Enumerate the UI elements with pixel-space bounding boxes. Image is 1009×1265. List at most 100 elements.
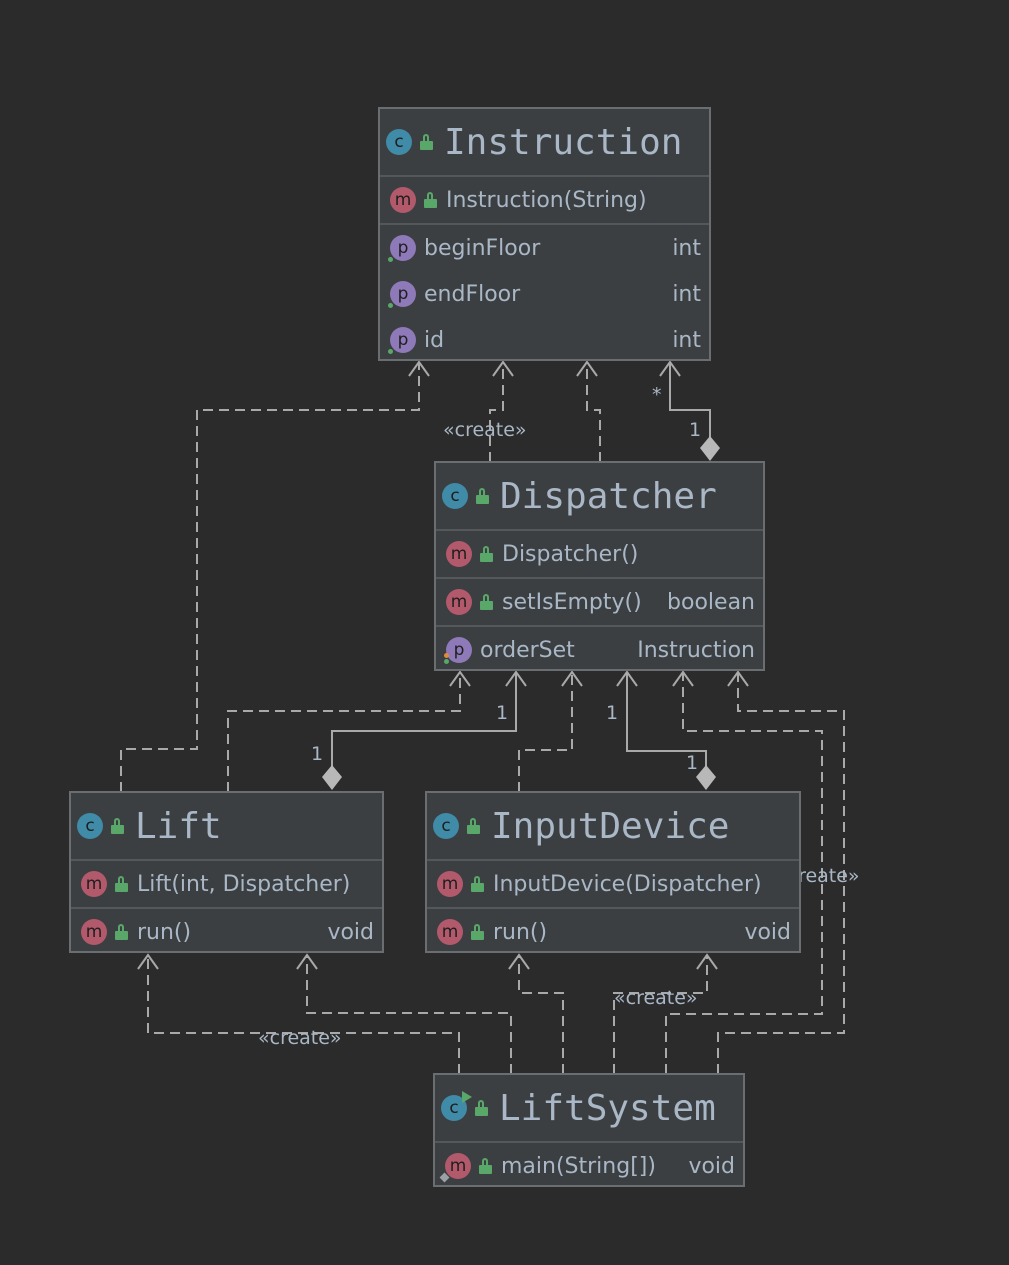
method-icon: m [437, 919, 463, 945]
edge-inputdevice-dispatcher-association [626, 672, 707, 766]
class-header: c InputDevice [427, 793, 799, 861]
class-icon: c [433, 813, 459, 839]
member-type: void [688, 1153, 735, 1179]
edge-label-multiplicity: 1 [311, 743, 323, 765]
public-lock-icon [111, 818, 125, 834]
member-row[interactable]: p orderSet Instruction [436, 627, 763, 673]
constructors-section: m Lift(int, Dispatcher) [71, 861, 382, 909]
member-type: boolean [667, 589, 755, 615]
edge-dispatcher-create-instruction [489, 362, 504, 462]
arrowhead [408, 360, 430, 377]
constructors-section: m InputDevice(Dispatcher) [427, 861, 799, 909]
public-lock-icon [424, 192, 438, 208]
class-name: Lift [135, 805, 222, 847]
edge-inputdevice-to-dispatcher [518, 672, 573, 792]
edge-label-create: «create» [258, 1027, 342, 1049]
edge-lift-dispatcher-association [331, 672, 517, 766]
method-icon: m [446, 541, 472, 567]
edge-liftsystem-create-inputdevice [613, 955, 708, 1074]
member-row[interactable]: p beginFloor int [380, 225, 709, 271]
member-name: endFloor [424, 281, 521, 307]
arrowhead [696, 953, 718, 970]
arrowhead [505, 670, 527, 687]
member-row[interactable]: m main(String[]) void [435, 1143, 743, 1189]
member-name: beginFloor [424, 235, 541, 261]
public-lock-icon [471, 876, 485, 892]
member-name: setIsEmpty() [502, 589, 642, 615]
arrowhead [137, 953, 159, 970]
arrowhead [672, 670, 694, 687]
arrowhead [508, 953, 530, 970]
public-lock-icon [475, 1100, 489, 1116]
method-icon: m [446, 589, 472, 615]
fields-section: p beginFloor int p endFloor int p id int [380, 225, 709, 363]
public-lock-icon [420, 134, 434, 150]
arrowhead [576, 360, 598, 377]
public-lock-icon [467, 818, 481, 834]
member-row[interactable]: m InputDevice(Dispatcher) [427, 861, 799, 907]
class-name: Instruction [444, 121, 683, 163]
member-name: run() [493, 919, 548, 945]
method-icon: m [437, 871, 463, 897]
edge-dispatcher-uses-instruction [586, 362, 601, 462]
arrowhead [296, 953, 318, 970]
member-type: int [672, 327, 701, 353]
member-row[interactable]: m run() void [71, 909, 382, 955]
edge-label-multiplicity: 1 [606, 702, 618, 724]
member-type: int [672, 281, 701, 307]
member-row[interactable]: m Dispatcher() [436, 531, 763, 577]
class-lift[interactable]: c Lift m Lift(int, Dispatcher) m run() v… [69, 791, 384, 953]
arrowhead [616, 670, 638, 687]
methods-section: m main(String[]) void [435, 1143, 743, 1189]
edge-label-multiplicity: * [652, 384, 662, 406]
edge-liftsystem-to-dispatcher [717, 672, 845, 1074]
member-type: Instruction [637, 637, 755, 663]
member-row[interactable]: m setIsEmpty() boolean [436, 579, 763, 625]
member-row[interactable]: m Instruction(String) [380, 177, 709, 223]
edge-liftsystem-to-lift [306, 955, 512, 1074]
edge-liftsystem-create-lift [147, 955, 460, 1074]
class-input-device[interactable]: c InputDevice m InputDevice(Dispatcher) … [425, 791, 801, 953]
edge-label-multiplicity: 1 [689, 419, 701, 441]
member-name: Instruction(String) [446, 187, 647, 213]
edge-label-create: «create» [614, 987, 698, 1009]
member-row[interactable]: m run() void [427, 909, 799, 955]
member-name: run() [137, 919, 192, 945]
composition-diamond [696, 765, 716, 790]
member-name: id [424, 327, 445, 353]
member-type: void [327, 919, 374, 945]
class-dispatcher[interactable]: c Dispatcher m Dispatcher() m setIsEmpty… [434, 461, 765, 671]
edge-label-create: «create» [443, 419, 527, 441]
class-header: c Instruction [380, 109, 709, 177]
static-method-icon: m [439, 1153, 471, 1183]
arrowhead [659, 360, 681, 377]
member-name: orderSet [480, 637, 575, 663]
class-lift-system[interactable]: c LiftSystem m main(String[]) void [433, 1073, 745, 1187]
class-name: Dispatcher [500, 475, 717, 517]
edge-liftsystem-create-dispatcher [665, 672, 823, 1074]
class-header: c Dispatcher [436, 463, 763, 531]
fields-section: p orderSet Instruction [436, 627, 763, 673]
arrowhead [727, 670, 749, 687]
method-icon: m [81, 871, 107, 897]
member-row[interactable]: p id int [380, 317, 709, 363]
class-icon: c [442, 483, 468, 509]
constructors-section: m Instruction(String) [380, 177, 709, 225]
method-icon: m [390, 187, 416, 213]
member-row[interactable]: p endFloor int [380, 271, 709, 317]
property-icon: p [388, 327, 416, 354]
methods-section: m run() void [427, 909, 799, 955]
edge-label-multiplicity: 1 [686, 752, 698, 774]
methods-section: m setIsEmpty() boolean [436, 579, 763, 627]
property-icon: p [388, 281, 416, 308]
edge-dispatcher-composes-instruction [669, 362, 711, 438]
edge-lift-to-dispatcher [227, 672, 461, 792]
public-lock-icon [115, 876, 129, 892]
composition-diamond [322, 765, 342, 790]
arrowhead [449, 670, 471, 687]
member-name: main(String[]) [501, 1153, 656, 1179]
member-row[interactable]: m Lift(int, Dispatcher) [71, 861, 382, 907]
class-instruction[interactable]: c Instruction m Instruction(String) p be… [378, 107, 711, 361]
constructors-section: m Dispatcher() [436, 531, 763, 579]
arrowhead [561, 670, 583, 687]
